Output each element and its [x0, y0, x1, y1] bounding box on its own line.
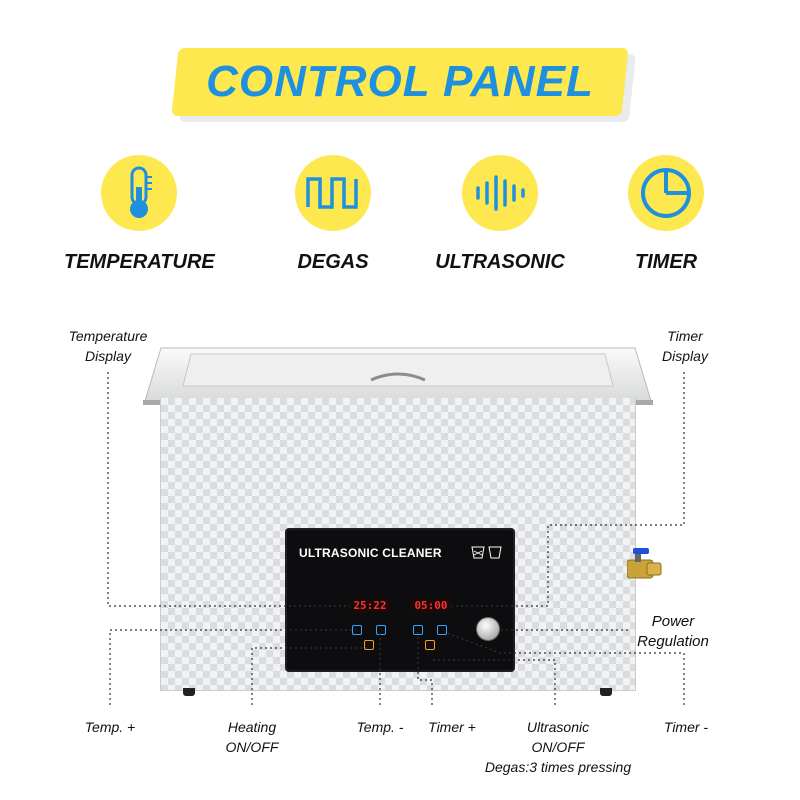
panel-title: ULTRASONIC CLEANER [299, 546, 442, 560]
callout-line: Timer [667, 328, 703, 344]
callout-temp-plus: Temp. + [84, 719, 136, 735]
callout-temp-minus: Temp. - [356, 719, 404, 735]
feature-label: ULTRASONIC [435, 251, 565, 273]
temp-plus-button[interactable] [352, 625, 362, 635]
feature-label: DEGAS [297, 251, 369, 273]
callout-line: Power [651, 613, 695, 630]
temperature-display: 25:22 [350, 599, 390, 613]
callout-line: Heating [227, 719, 277, 735]
timer-minus-button[interactable] [437, 625, 447, 635]
power-regulation-knob[interactable] [476, 617, 500, 641]
callout-line: Ultrasonic [526, 719, 590, 735]
banner-title: CONTROL PANEL [206, 57, 594, 106]
callout-line: ON/OFF [531, 739, 585, 755]
drain-valve-icon [627, 548, 662, 579]
temp-minus-button[interactable] [376, 625, 386, 635]
callout-line: Display [662, 348, 708, 364]
timer-plus-button[interactable] [413, 625, 423, 635]
feature-label: TEMPERATURE [64, 251, 215, 273]
timer-display: 05:00 [411, 599, 451, 613]
callout-timer-minus: Timer - [663, 719, 709, 735]
wash-symbol-icon [471, 546, 502, 559]
thermometer-icon [101, 155, 177, 231]
callout-line: Regulation [637, 633, 709, 650]
tank-foot [600, 688, 612, 696]
callout-line: ON/OFF [225, 739, 279, 755]
callout-line: Display [85, 348, 131, 364]
feature-timer: TIMER [591, 155, 741, 274]
sound-wave-icon [462, 155, 538, 231]
callout-timer-plus: Timer + [428, 719, 476, 735]
callout-line: Degas:3 times pressing [484, 759, 632, 775]
feature-label: TIMER [634, 251, 698, 273]
callout-heating: Heating ON/OFF [202, 717, 302, 757]
feature-ultrasonic: ULTRASONIC [425, 155, 575, 274]
callout-ultrasonic: Ultrasonic ON/OFF Degas:3 times pressing [478, 717, 638, 777]
feature-degas: DEGAS [258, 155, 408, 274]
square-wave-icon [295, 155, 371, 231]
callout-line: Temperature [68, 328, 148, 344]
heating-toggle-button[interactable] [364, 640, 374, 650]
feature-temperature: TEMPERATURE [64, 155, 215, 274]
ultrasonic-toggle-button[interactable] [425, 640, 435, 650]
callout-timer-display: Timer Display [630, 326, 740, 366]
pie-timer-icon [628, 155, 704, 231]
tank-foot [183, 688, 195, 696]
callout-power-regulation: Power Regulation [618, 612, 728, 652]
callout-temperature-display: Temperature Display [48, 326, 168, 366]
control-panel: ULTRASONIC CLEANER [287, 530, 513, 670]
